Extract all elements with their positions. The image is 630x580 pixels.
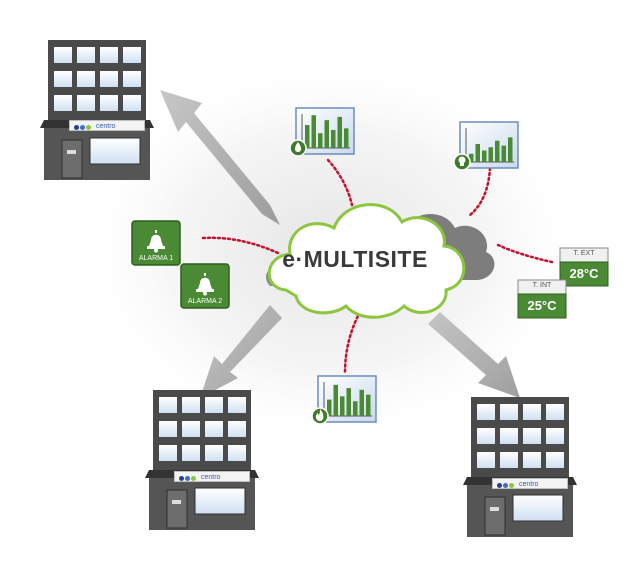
building-window [100,47,118,63]
chart-monitor-3 [311,375,377,425]
cloud-title: e·MULTISITE [282,246,428,272]
building-window [182,445,200,461]
building-window [123,47,141,63]
bell-icon [196,273,214,296]
chart-bar [324,120,329,148]
chart-bar [359,389,364,416]
alarm-1-label: ALARMA 1 [138,255,174,262]
building-window [500,404,518,420]
arrow-to-building-bottom-left [200,305,282,398]
alarm-box-1 [131,220,181,266]
building-2 [145,390,259,530]
building-window [54,47,72,63]
alarm-box-2 [180,263,230,309]
chart-bar [488,147,493,162]
chart-monitor-2 [453,121,519,171]
chart-bar [344,128,349,148]
building-window [123,95,141,111]
bell-icon [147,230,165,253]
water-drop-icon [289,139,307,157]
building-door [166,489,188,529]
chart-bar [469,153,474,162]
flame-icon [311,407,329,425]
building-window [182,397,200,413]
chart-bar [346,388,351,416]
building-window [77,47,95,63]
building-1-sign-text: centro [96,123,116,130]
building-window [228,397,246,413]
alarm-2-label: ALARMA 2 [187,298,223,305]
chart-bar [501,145,506,162]
building-window [54,95,72,111]
building-door [61,139,83,179]
chart-bar [366,394,371,416]
chart-bar [331,129,336,148]
building-1-sign: centro [69,120,145,131]
building-window [477,452,495,468]
building-2-sign-text: centro [201,474,221,481]
chart-bar [482,150,487,162]
building-window [182,421,200,437]
temp-exterior-tag: T. EXT [573,250,595,257]
building-window [54,71,72,87]
temp-interior-value: 25°C [527,298,557,313]
chart-bar [318,133,323,148]
building-window [100,95,118,111]
shop-window [194,487,246,515]
chart-bar [333,384,338,416]
building-window [77,95,95,111]
chart-bar [305,125,310,148]
building-3-sign: centro [492,478,568,489]
building-window [500,428,518,444]
arrow-to-building-bottom-right [428,312,520,398]
dotted-connectors [201,158,554,375]
building-window [546,404,564,420]
building-window [159,445,177,461]
temp-exterior-value: 28°C [569,266,599,281]
building-window [523,404,541,420]
building-window [159,397,177,413]
chart-bar [508,137,513,162]
building-window [159,421,177,437]
building-window [477,428,495,444]
building-window [228,421,246,437]
arrow-to-building-top-left [160,90,280,225]
temperature-interior-box [517,279,567,319]
temperature-exterior-box [559,247,609,287]
building-window [77,71,95,87]
chart-bar [340,396,345,416]
chart-bar [327,399,332,416]
building-window [477,404,495,420]
building-window [546,428,564,444]
building-window [100,71,118,87]
building-window [523,452,541,468]
building-window [523,428,541,444]
chart-bar [353,401,358,416]
chart-bar [475,143,480,162]
chart-bar [495,140,500,162]
temp-interior-tag: T. INT [532,282,552,289]
chart-bar [311,115,316,148]
building-window [205,421,223,437]
light-bulb-icon [453,153,471,171]
building-3-sign-text: centro [519,481,539,488]
building-3 [463,397,577,537]
main-cloud [267,203,466,319]
building-door [484,496,506,536]
chart-bar [337,116,342,148]
chart-monitor-1 [289,107,355,157]
building-window [123,71,141,87]
building-window [205,397,223,413]
building-window [500,452,518,468]
building-window [228,445,246,461]
building-window [205,445,223,461]
shop-window [89,137,141,165]
building-1 [40,40,154,180]
building-2-sign: centro [174,471,250,482]
shop-window [512,494,564,522]
building-window [546,452,564,468]
